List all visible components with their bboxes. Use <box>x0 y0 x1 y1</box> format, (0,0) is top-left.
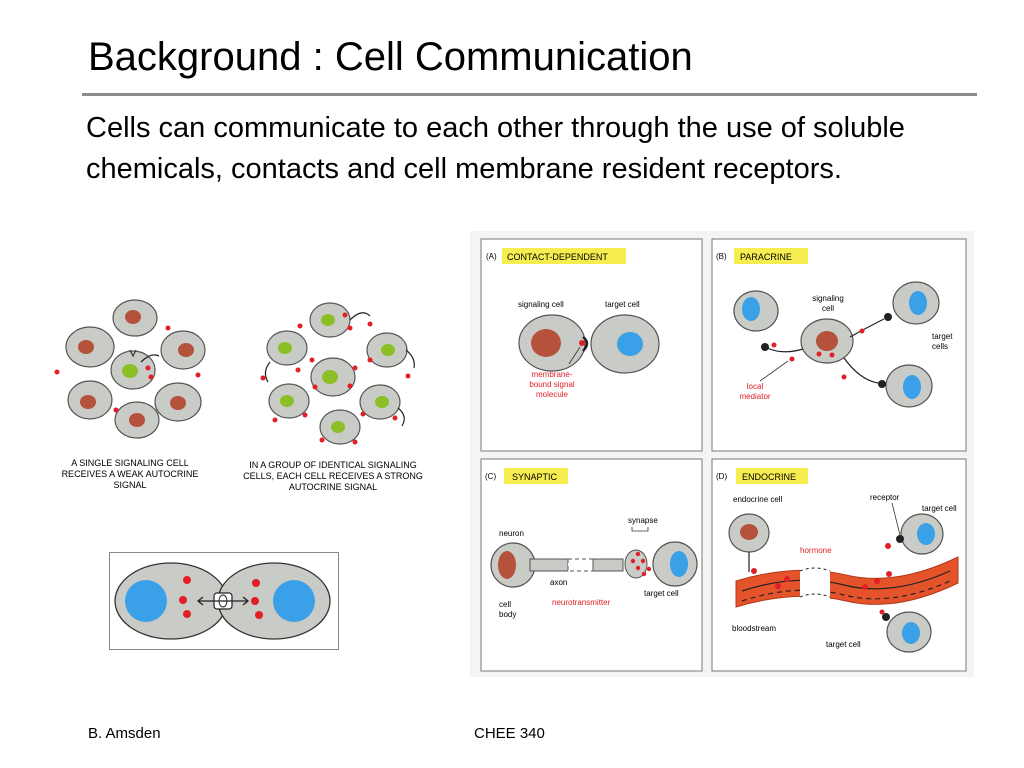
panel-paracrine: (B) PARACRINE signaling cell target cell… <box>711 238 967 452</box>
panel-a-letter: (A) <box>486 252 497 261</box>
caption-single-line-2: RECEIVES A WEAK AUTOCRINE <box>62 469 199 479</box>
panel-synaptic: (C) SYNAPTIC neuron synapse axon cell bo… <box>480 458 703 672</box>
panel-c-title: SYNAPTIC <box>512 472 558 482</box>
title-divider <box>82 93 977 96</box>
panel-b-mediator-label-1: local <box>747 382 764 391</box>
panel-d-receptor-label: receptor <box>870 493 900 502</box>
panel-c-cell-body-line-1: cell <box>499 600 511 609</box>
slide-body-text: Cells can communicate to each other thro… <box>86 112 905 185</box>
panel-d-endocrine-cell-label: endocrine cell <box>733 495 783 504</box>
panel-a-molecule-line-1: membrane- <box>532 370 573 379</box>
footer-course: CHEE 340 <box>474 725 545 742</box>
footer-author: B. Amsden <box>88 725 161 742</box>
panel-b-title: PARACRINE <box>740 252 792 262</box>
panel-d-target-cell-bottom-label: target cell <box>826 640 861 649</box>
panel-endocrine: (D) ENDOCRINE endocrine cell receptor ta… <box>711 458 967 672</box>
panel-d-bloodstream-label: bloodstream <box>732 624 776 633</box>
caption-group-line-2: CELLS, EACH CELL RECEIVES A STRONG <box>243 471 423 481</box>
panel-b-target-label-1: target <box>932 332 953 341</box>
panel-contact-dependent: (A) CONTACT-DEPENDENT signaling cell tar… <box>480 238 703 452</box>
panel-c-target-cell-label: target cell <box>644 589 679 598</box>
receptor-contact-figure <box>109 552 339 650</box>
cell-cluster <box>54 299 206 439</box>
panel-d-hormone-label: hormone <box>800 546 832 555</box>
panel-a-molecule-line-2: bound signal <box>529 380 575 389</box>
panel-b-signaling-label-1: signaling <box>812 294 844 303</box>
caption-group-line-3: AUTOCRINE SIGNAL <box>289 482 377 492</box>
caption-group-line-1: IN A GROUP OF IDENTICAL SIGNALING <box>249 460 417 470</box>
panel-c-neuron-label: neuron <box>499 529 524 538</box>
panel-a-title: CONTACT-DEPENDENT <box>507 252 608 262</box>
caption-single-line-1: A SINGLE SIGNALING CELL <box>71 458 189 468</box>
panel-c-cell-body-line-2: body <box>499 610 516 619</box>
panel-a-target-cell-label: target cell <box>605 300 640 309</box>
panel-c-axon-label: axon <box>550 578 567 587</box>
panel-d-letter: (D) <box>716 472 727 481</box>
panel-b-target-label-2: cells <box>932 342 948 351</box>
cell-group <box>260 302 415 445</box>
panel-c-letter: (C) <box>485 472 496 481</box>
panel-d-title: ENDOCRINE <box>742 472 796 482</box>
single-signaling-cell-figure: A SINGLE SIGNALING CELL RECEIVES A WEAK … <box>54 299 206 490</box>
panel-a-molecule-line-3: molecule <box>536 390 569 399</box>
slide-title: Background : Cell Communication <box>88 35 693 79</box>
caption-single-line-3: SIGNAL <box>113 480 146 490</box>
signaling-modes-figure: (A) CONTACT-DEPENDENT signaling cell tar… <box>470 231 974 677</box>
panel-a-signaling-cell-label: signaling cell <box>518 300 564 309</box>
panel-b-mediator-label-2: mediator <box>739 392 770 401</box>
panel-c-synapse-label: synapse <box>628 516 658 525</box>
panel-b-signaling-label-2: cell <box>822 304 834 313</box>
group-signaling-cells-figure: IN A GROUP OF IDENTICAL SIGNALING CELLS,… <box>243 302 423 492</box>
panel-c-neurotransmitter-label: neurotransmitter <box>552 598 611 607</box>
panel-d-target-cell-top-label: target cell <box>922 504 957 513</box>
panel-b-letter: (B) <box>716 252 727 261</box>
